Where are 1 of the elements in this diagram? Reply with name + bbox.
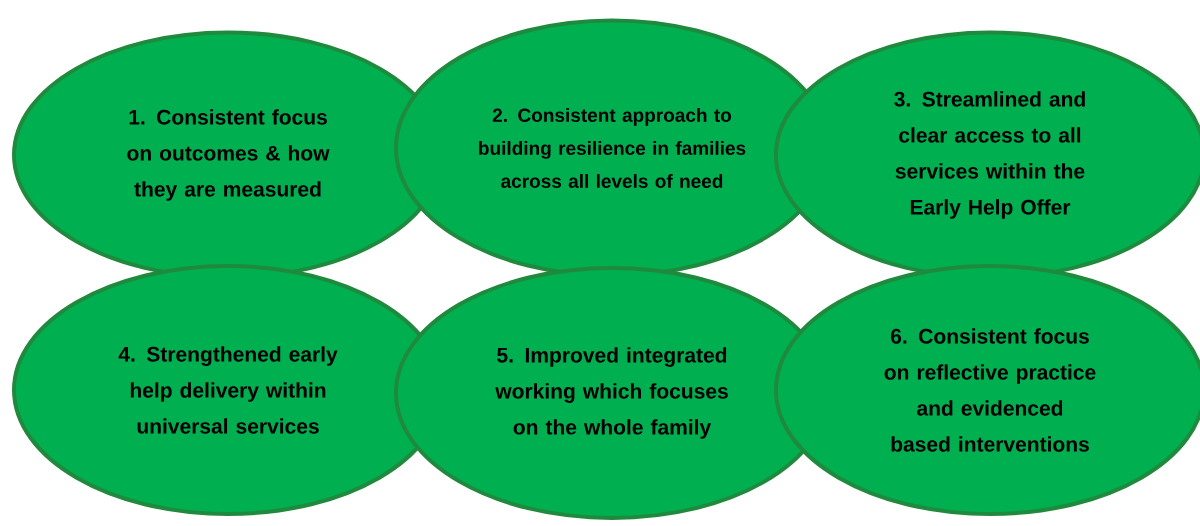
node-label: 3. Streamlined and clear access to all services within the Early Help Offer	[894, 91, 1085, 219]
